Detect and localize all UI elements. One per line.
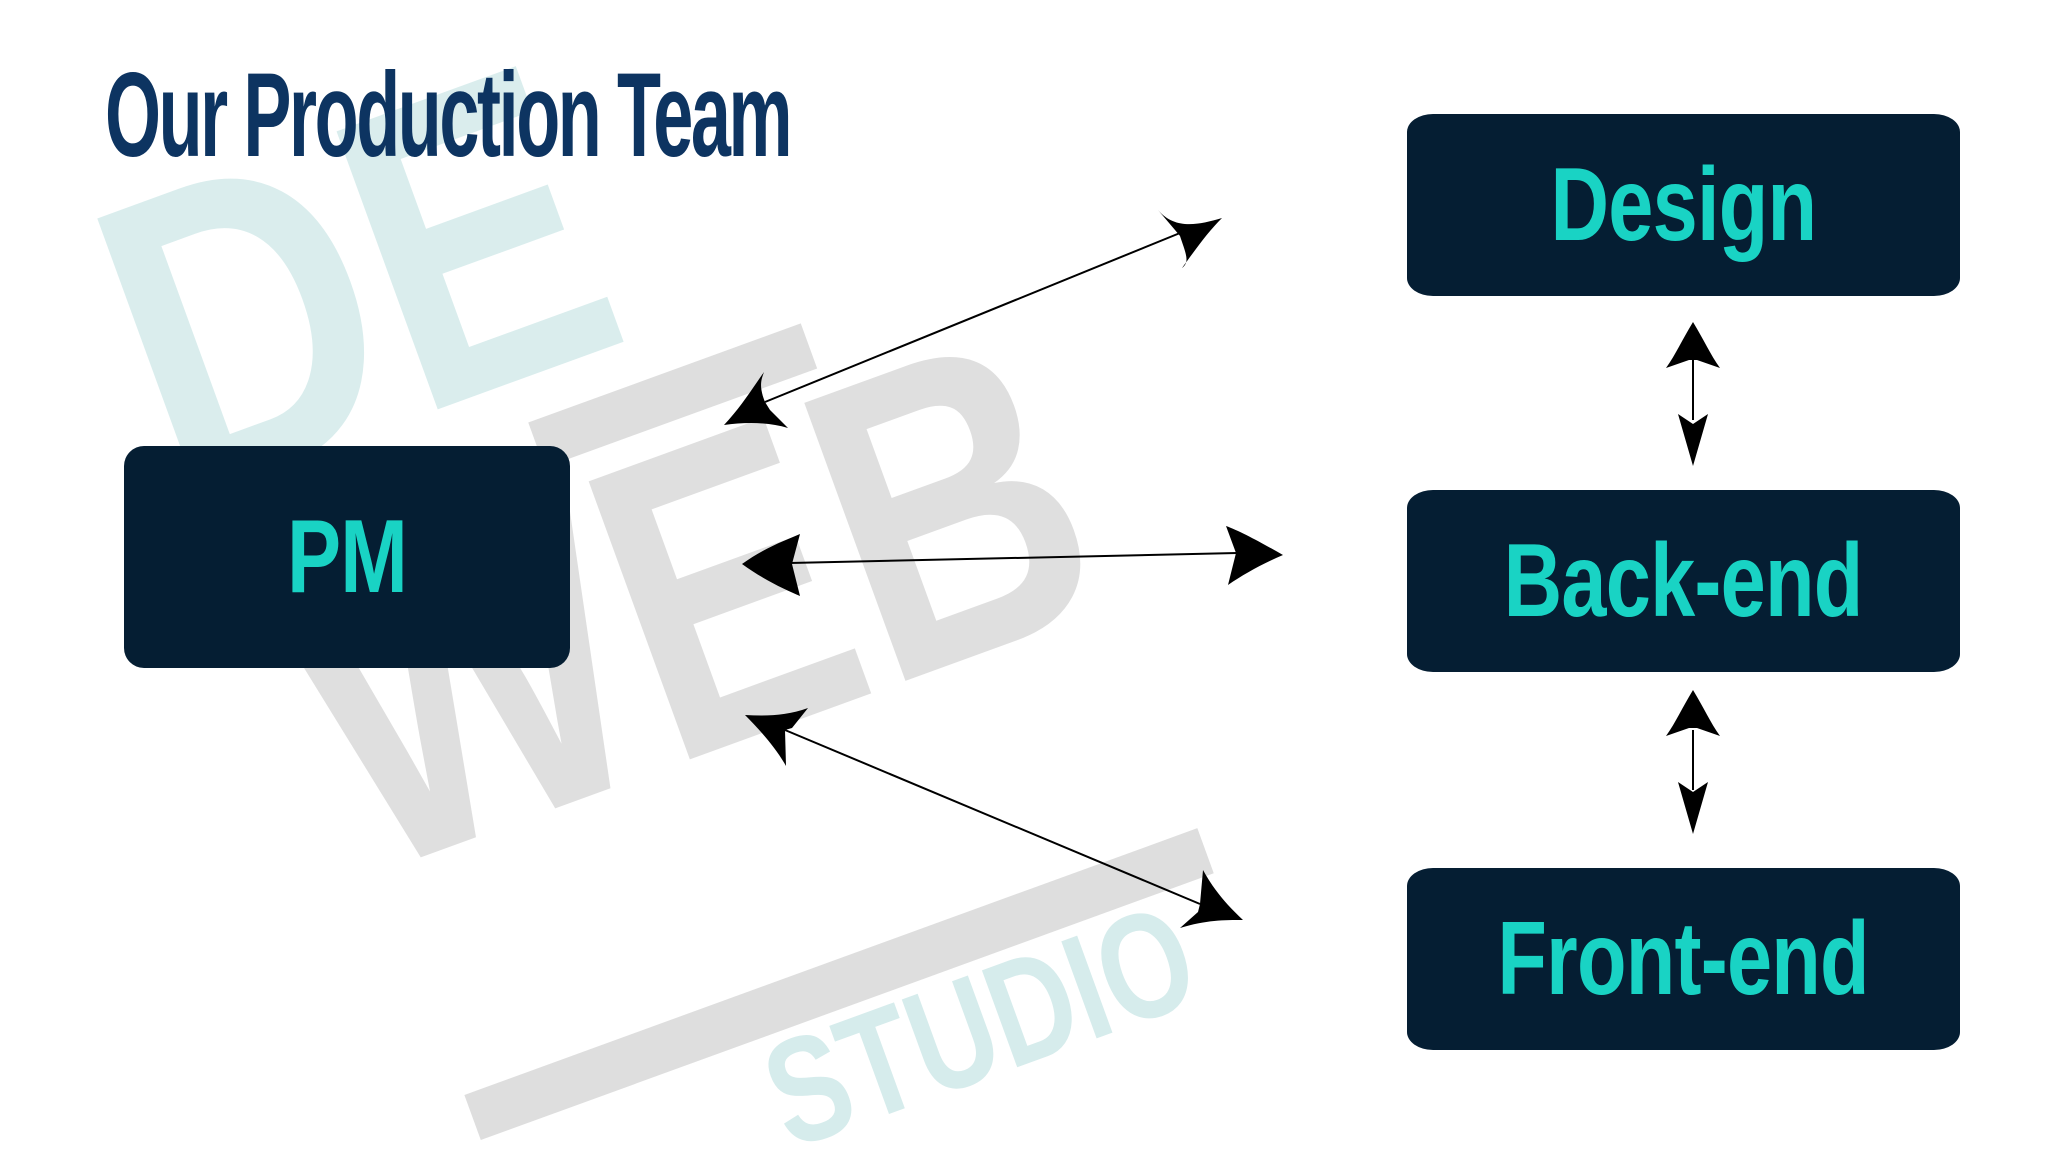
slide-title: Our Production Team xyxy=(105,48,793,182)
design-label: Design xyxy=(1550,146,1818,263)
frontend-label: Front-end xyxy=(1497,900,1870,1017)
watermark-bars xyxy=(464,323,1214,1141)
backend-box: Back-end xyxy=(1407,490,1960,672)
design-box: Design xyxy=(1407,114,1960,296)
backend-label: Back-end xyxy=(1504,522,1864,639)
pm-label: PM xyxy=(286,498,408,615)
frontend-box: Front-end xyxy=(1407,868,1960,1050)
pm-box: PM xyxy=(124,446,570,668)
